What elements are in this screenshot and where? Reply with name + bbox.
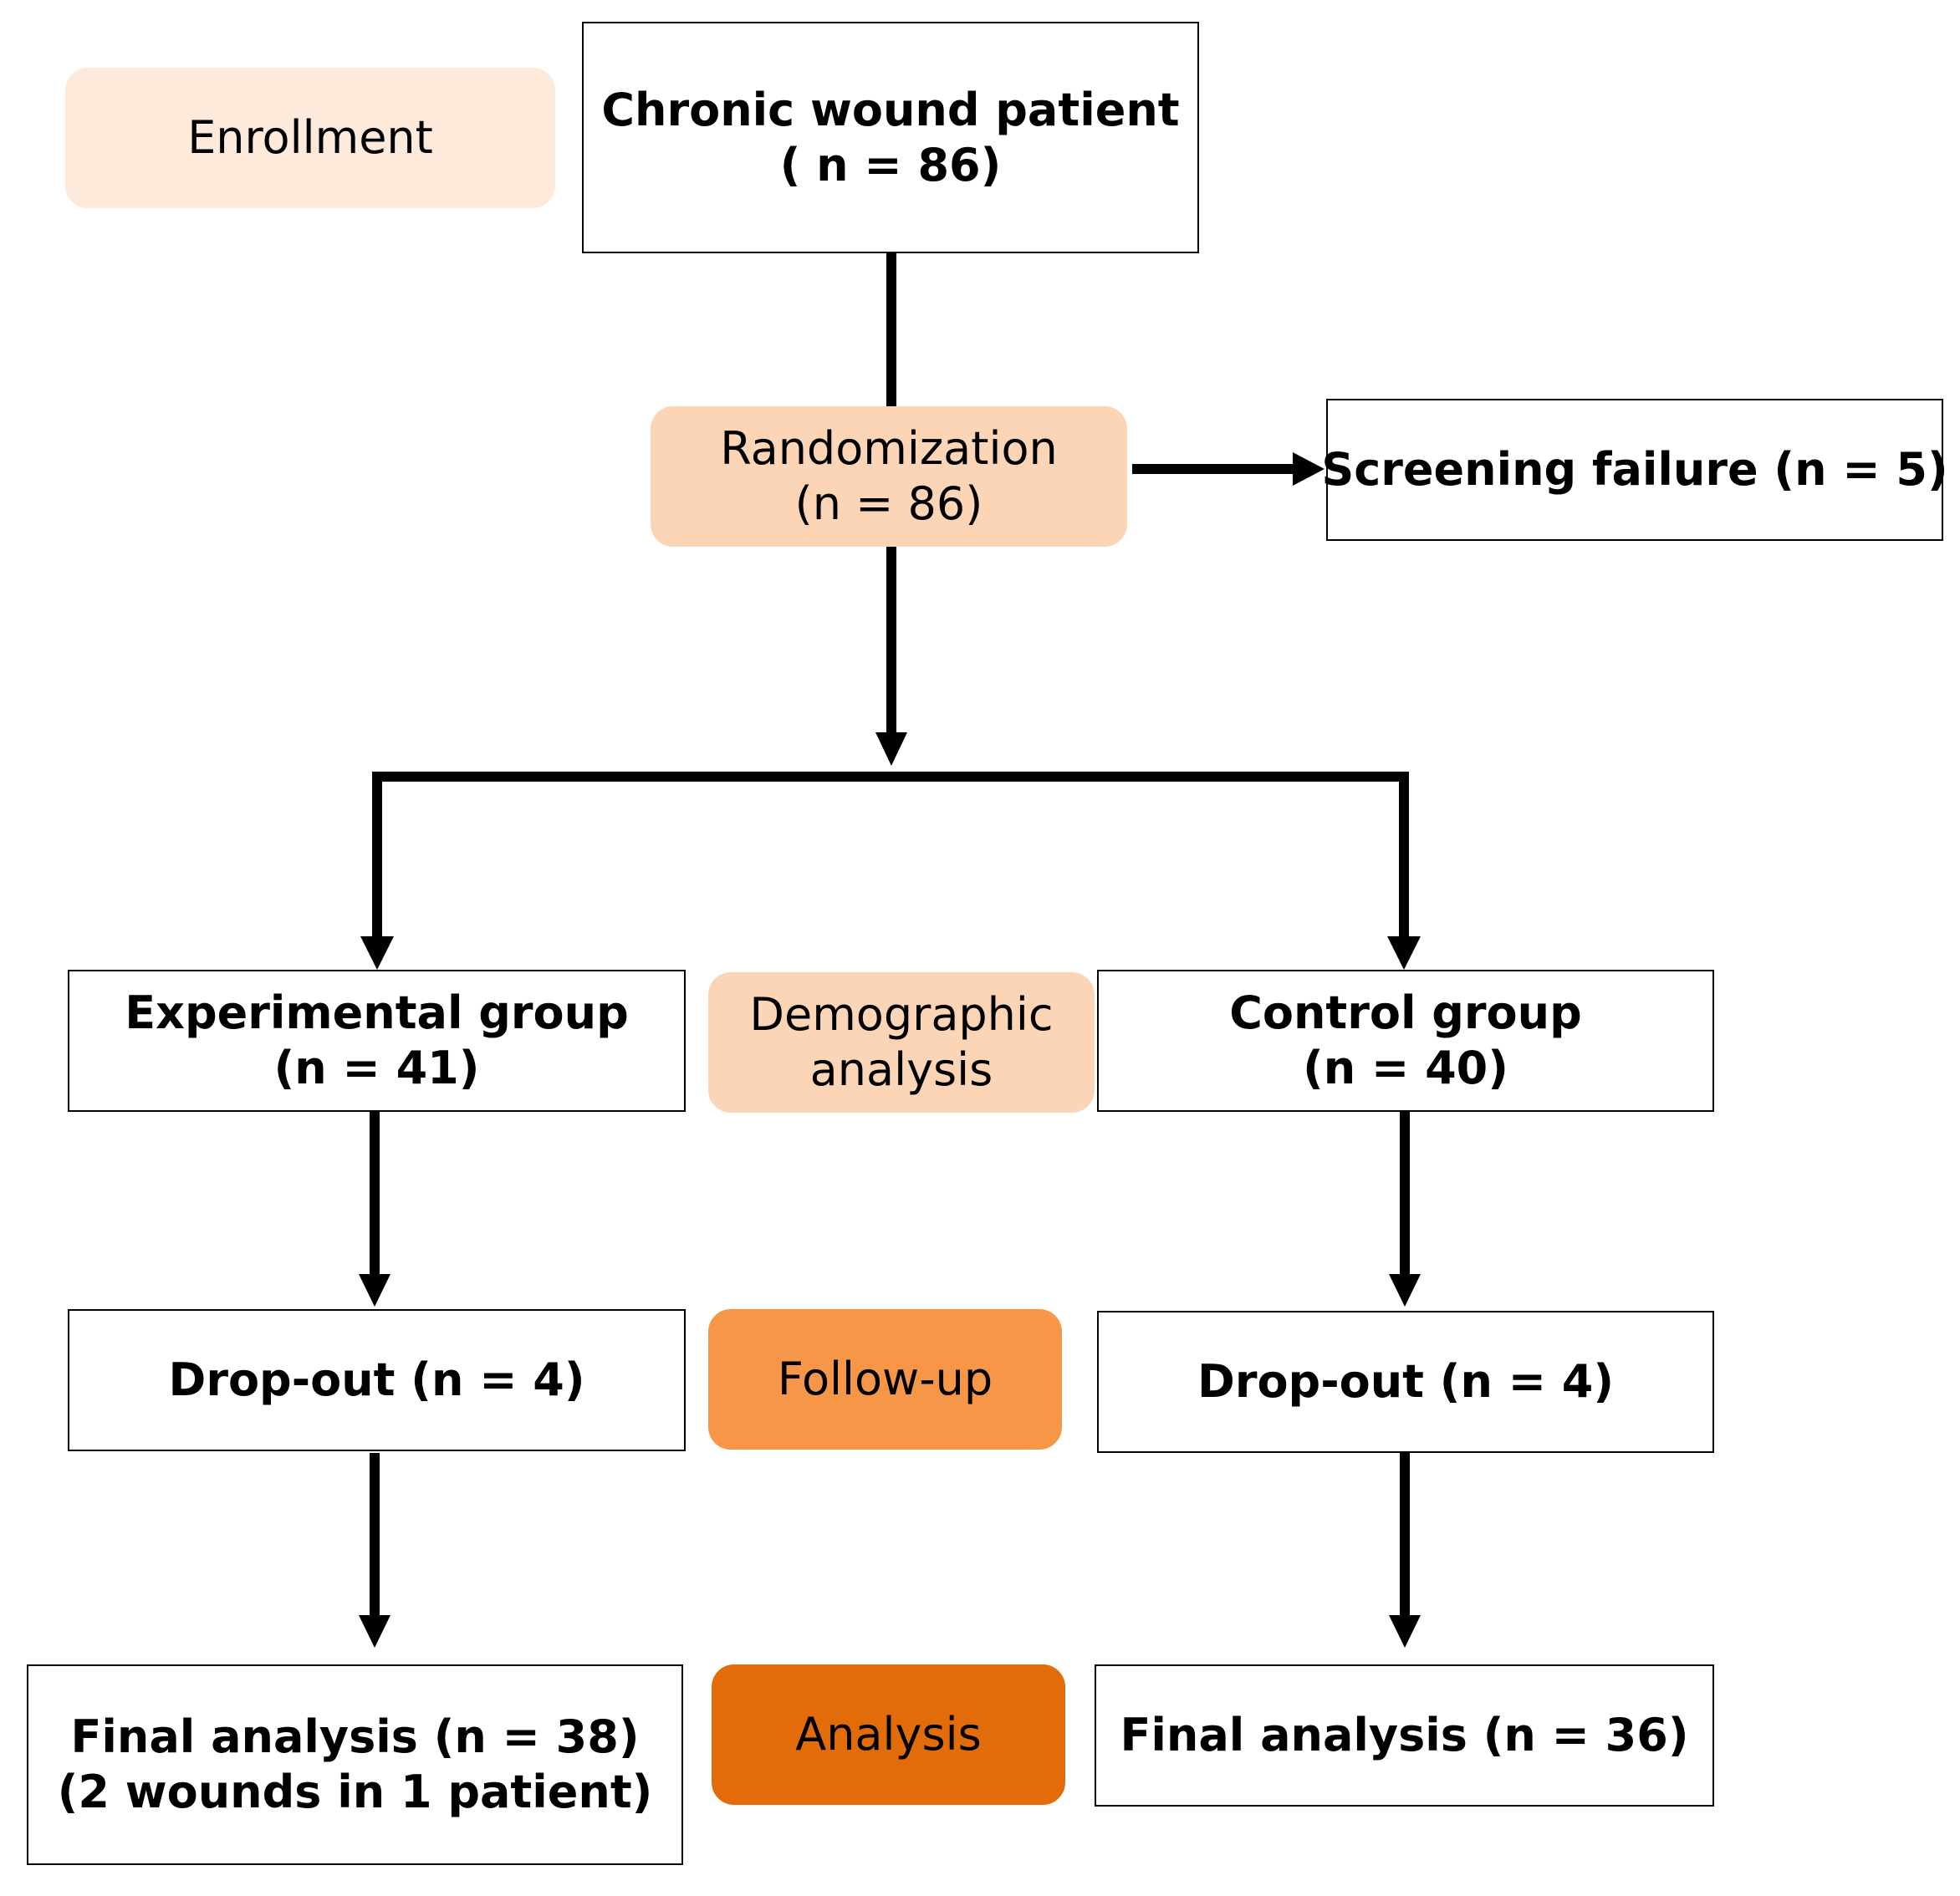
box-experimental-line-2: (n = 41) (273, 1042, 480, 1094)
box-exp-final-line-1: Final analysis (n = 38) (70, 1710, 640, 1763)
stage-demographic-analysis: Demographic analysis (708, 972, 1095, 1113)
box-experimental-line-1: Experimental group (125, 986, 629, 1039)
box-control-dropout: Drop-out (n = 4) (1097, 1311, 1714, 1453)
box-ctrl-final-label: Final analysis (n = 36) (1120, 1709, 1689, 1761)
box-control-final-analysis: Final analysis (n = 36) (1095, 1664, 1714, 1807)
stage-randomization: Randomization (n = 86) (651, 406, 1127, 547)
connector-split (372, 772, 1409, 940)
arrowhead-ctrl-final (1389, 1615, 1421, 1648)
arrowhead-experimental (360, 936, 394, 970)
arrowhead-exp-dropout (359, 1274, 390, 1307)
box-screening-failure: Screening failure (n = 5) (1321, 399, 1948, 541)
arrowhead-screening (1293, 452, 1325, 486)
box-chronic-line-2: ( n = 86) (779, 138, 1002, 191)
arrowhead-ctrl-dropout (1389, 1274, 1421, 1307)
box-control-line-2: (n = 40) (1303, 1042, 1508, 1094)
box-screening-failure-label: Screening failure (n = 5) (1321, 443, 1948, 496)
box-exp-dropout-label: Drop-out (n = 4) (168, 1353, 585, 1406)
stage-analysis-label: Analysis (795, 1708, 982, 1761)
arrowhead-split (875, 732, 907, 766)
stage-analysis: Analysis (712, 1664, 1065, 1805)
stage-demographic-line-1: Demographic (749, 988, 1054, 1041)
stage-randomization-line-1: Randomization (720, 422, 1058, 475)
stage-enrollment-label: Enrollment (187, 111, 433, 164)
box-exp-final-line-2: (2 wounds in 1 patient) (57, 1766, 653, 1818)
stage-enrollment: Enrollment (65, 68, 555, 208)
box-ctrl-dropout-label: Drop-out (n = 4) (1197, 1355, 1614, 1408)
box-chronic-wound-patient: Chronic wound patient ( n = 86) (582, 22, 1199, 253)
stage-follow-up-label: Follow-up (777, 1353, 993, 1405)
stage-follow-up: Follow-up (708, 1309, 1062, 1450)
box-control-group: Control group (n = 40) (1097, 970, 1714, 1112)
box-experimental-final-analysis: Final analysis (n = 38) (2 wounds in 1 p… (27, 1664, 683, 1865)
box-control-line-1: Control group (1229, 986, 1582, 1039)
box-chronic-line-1: Chronic wound patient (601, 83, 1180, 136)
arrowhead-exp-final (359, 1615, 390, 1648)
box-experimental-group: Experimental group (n = 41) (68, 970, 686, 1112)
box-experimental-dropout: Drop-out (n = 4) (68, 1309, 686, 1451)
stage-demographic-line-2: analysis (809, 1043, 993, 1096)
stage-randomization-line-2: (n = 86) (794, 477, 983, 530)
arrowhead-control (1387, 936, 1421, 970)
